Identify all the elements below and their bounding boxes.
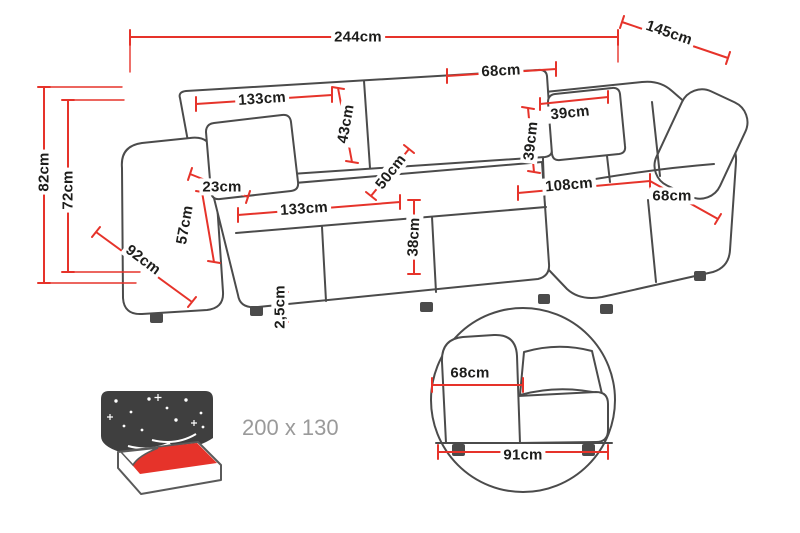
chaise-seam <box>651 101 661 177</box>
dim-label-overall-width: 244cm <box>331 28 385 46</box>
chaise-seam <box>647 199 657 283</box>
sleeping-function-icon <box>101 391 222 495</box>
seat-seam <box>321 226 327 302</box>
inset-armrest <box>440 333 521 444</box>
inset-back-cushion <box>519 345 603 396</box>
star-dots <box>114 397 205 432</box>
dim-label-armrest-width: 23cm <box>199 178 245 196</box>
dim-label-chaise-back-width: 68cm <box>477 61 525 81</box>
inset-seat-cushion <box>517 391 609 444</box>
seat-seam <box>431 216 437 293</box>
seat-crease <box>235 206 547 234</box>
dim-label-overall-height: 82cm <box>35 149 53 195</box>
armrest-inset <box>430 307 616 493</box>
dim-label-armrest-height: 72cm <box>59 167 77 213</box>
dim-label-inset-arm-width: 68cm <box>447 364 493 382</box>
star-sparkles <box>107 394 197 426</box>
sleeping-area-size: 200 x 130 <box>242 415 339 440</box>
seat-outline <box>211 161 551 309</box>
dim-label-seat-height: 38cm <box>404 213 424 261</box>
blanket-corner <box>119 447 159 467</box>
sofa-feet <box>150 271 706 323</box>
dim-label-leg-height: 2,5cm <box>271 282 289 332</box>
dim-label-inset-base-width: 91cm <box>500 446 546 464</box>
backrest-seam <box>363 80 371 169</box>
left-pillow <box>205 113 300 201</box>
dim-label-chaise-end-width: 68cm <box>649 187 695 205</box>
